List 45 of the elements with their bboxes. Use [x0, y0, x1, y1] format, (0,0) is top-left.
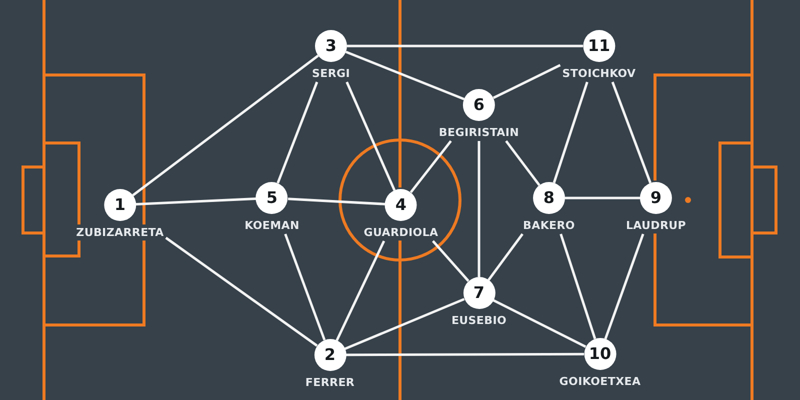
player-marker: 5 — [256, 182, 288, 214]
player-name: BAKERO — [523, 219, 575, 232]
player-name: GUARDIOLA — [364, 226, 438, 239]
player-name: BEGIRISTAIN — [438, 126, 520, 139]
connector-line — [505, 140, 540, 186]
connector-line — [478, 141, 480, 277]
connector-line — [136, 197, 256, 206]
player-name: KOEMAN — [244, 219, 300, 232]
connector-line — [552, 82, 588, 184]
connector-line — [336, 240, 386, 342]
connector-line — [560, 234, 596, 340]
player-name: GOIKOETXEA — [559, 375, 641, 388]
connector-line — [345, 50, 465, 100]
player-marker: 2 — [314, 339, 346, 371]
player-name: ZUBIZARRETA — [76, 226, 164, 239]
connector-line — [284, 234, 326, 340]
player-name: SERGI — [312, 67, 350, 80]
connector-line — [276, 82, 318, 184]
player-name: FERRER — [305, 376, 355, 389]
connector-line — [346, 82, 396, 191]
player-marker: 10 — [584, 338, 616, 370]
connector-line — [288, 198, 386, 206]
connector-line — [432, 240, 470, 282]
connector-line — [132, 54, 319, 196]
connector-line — [492, 64, 561, 100]
connector-line — [346, 352, 584, 356]
connector-line — [611, 82, 652, 184]
player-marker: 1 — [104, 189, 136, 221]
connector-line — [347, 44, 583, 48]
connector-line — [604, 234, 644, 340]
connector-line — [488, 233, 524, 281]
player-marker: 6 — [463, 89, 495, 121]
player-marker: 4 — [385, 189, 417, 221]
connector-line — [565, 196, 640, 200]
player-name: LAUDRUP — [626, 219, 686, 232]
player-marker: 7 — [463, 277, 495, 309]
player-marker: 11 — [583, 30, 615, 62]
connector-line — [344, 298, 465, 350]
player-marker: 8 — [533, 182, 565, 214]
player-name: EUSEBIO — [451, 314, 507, 327]
player-name: STOICHKOV — [562, 67, 636, 80]
player-marker: 9 — [640, 182, 672, 214]
connector-line — [492, 299, 586, 348]
connector-line — [165, 236, 318, 347]
player-marker: 3 — [315, 30, 347, 62]
